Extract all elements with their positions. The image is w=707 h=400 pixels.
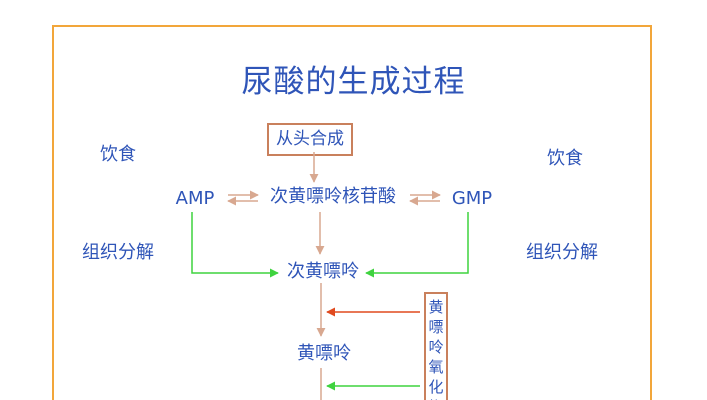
node-de-novo-synthesis: 从头合成 — [267, 123, 353, 156]
enzyme-char: 化 — [428, 378, 444, 396]
enzyme-char: 黄 — [428, 298, 444, 316]
arrow-amp-to-hypoxanthine — [191, 212, 279, 278]
enzyme-char: 梅 — [426, 397, 446, 400]
node-gmp: GMP — [451, 188, 493, 209]
node-imp: 次黄嘌呤核苷酸 — [270, 186, 396, 207]
side-label-tissue-right: 组织分解 — [526, 242, 598, 263]
node-xanthine: 黄嘌呤 — [297, 343, 351, 364]
arrow-gmp-to-hypoxanthine — [365, 212, 469, 278]
enzyme-char: 嘌 — [428, 318, 444, 336]
node-hypoxanthine: 次黄嘌呤 — [287, 261, 359, 282]
side-label-diet-right: 饮食 — [547, 148, 583, 169]
node-amp: AMP — [175, 188, 215, 209]
side-label-diet-left: 饮食 — [100, 144, 136, 165]
enzyme-char: 氧 — [428, 358, 444, 376]
enzyme-char: 呤 — [428, 338, 444, 356]
diagram-title: 尿酸的生成过程 — [241, 64, 466, 100]
side-label-tissue-left: 组织分解 — [82, 242, 154, 263]
diagram-frame — [52, 25, 652, 400]
enzyme-xanthine-oxidase-box: 黄嘌呤氧化梅 — [424, 292, 448, 400]
